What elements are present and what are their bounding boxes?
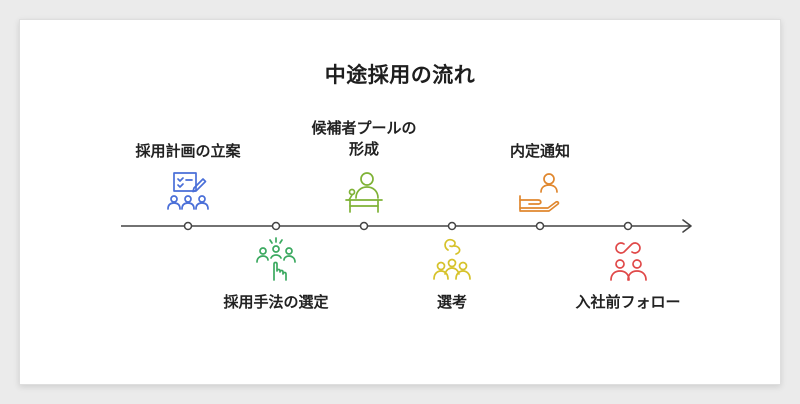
candidate-pool-person-icon: [345, 172, 383, 213]
timeline-arrowhead-icon: [682, 219, 692, 233]
timeline-node-2: [271, 221, 281, 231]
step-3-label: 候補者プールの 形成: [311, 119, 417, 158]
diagram-card: 中途採用の流れ: [19, 19, 781, 385]
selecting-people-icon: [256, 237, 296, 281]
step-6-label: 入社前フォロー: [575, 293, 681, 311]
timeline-node-3: [359, 221, 369, 231]
timeline-node-5: [535, 221, 545, 231]
onboarding-followup-icon: [610, 242, 647, 281]
step-2-label: 採用手法の選定: [223, 293, 329, 311]
step-4-label: 選考: [436, 293, 467, 311]
step-1-label: 採用計画の立案: [135, 142, 241, 160]
step-5-label: 内定通知: [509, 142, 570, 160]
timeline-node-6: [623, 221, 633, 231]
screening-group-icon: [433, 238, 471, 280]
diagram-title: 中途採用の流れ: [324, 63, 476, 87]
planning-checklist-team-icon: [167, 172, 209, 210]
timeline-node-1: [183, 221, 193, 231]
timeline-node-4: [447, 221, 457, 231]
offer-handshake-icon: [519, 173, 560, 212]
